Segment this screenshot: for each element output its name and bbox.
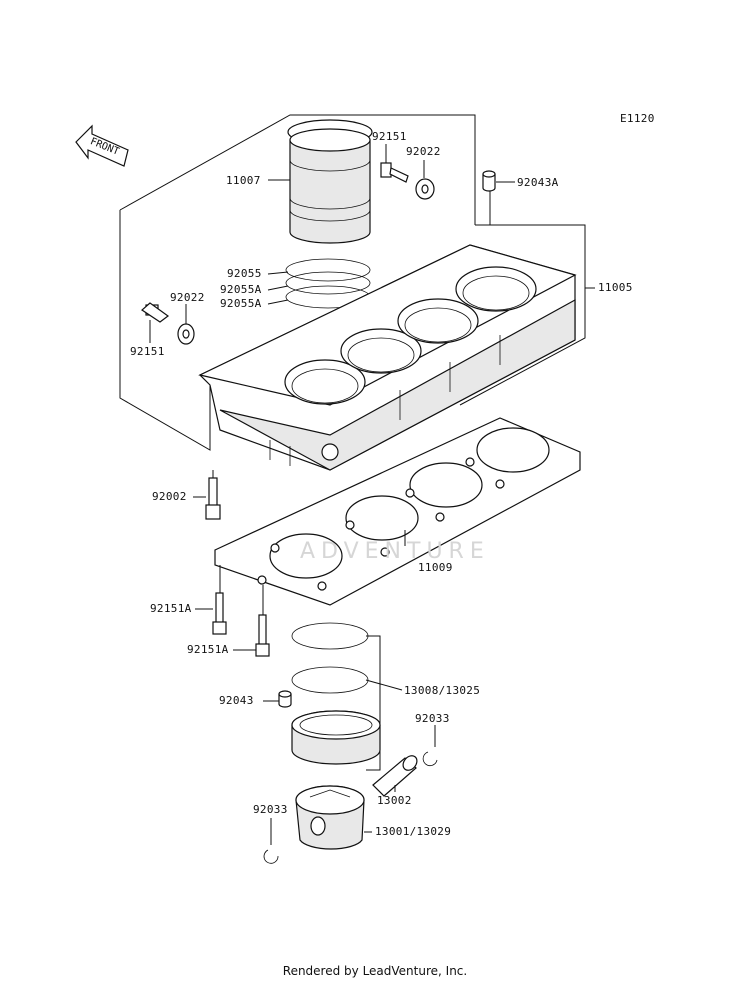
callout-92002[interactable]: 92002 — [152, 490, 187, 503]
head-gasket-part — [214, 417, 581, 606]
circlip-92033-left — [263, 849, 279, 864]
circlip-92033-right — [422, 751, 438, 767]
bolt-92151A-2 — [255, 585, 270, 657]
piston-part — [295, 785, 365, 850]
cylinder-sleeve-part — [287, 119, 373, 244]
cylinder-block-part — [198, 244, 577, 471]
callout-92033-left[interactable]: 92033 — [253, 803, 288, 816]
callout-92033-right[interactable]: 92033 — [415, 712, 450, 725]
callout-11005[interactable]: 11005 — [598, 281, 633, 294]
footer-credit: Rendered by LeadVenture, Inc. — [282, 964, 468, 978]
callout-13001-13029[interactable]: 13001/13029 — [375, 825, 452, 838]
callout-13002[interactable]: 13002 — [377, 794, 412, 807]
front-arrow-icon: FRONT — [75, 124, 129, 167]
callout-92022-top[interactable]: 92022 — [406, 145, 441, 158]
callout-92151A-1[interactable]: 92151A — [150, 602, 192, 615]
callout-92151A-2[interactable]: 92151A — [187, 643, 229, 656]
callout-11009[interactable]: 11009 — [418, 561, 453, 574]
washer-92022-top — [415, 178, 435, 200]
callout-92055A-2[interactable]: 92055A — [220, 297, 262, 310]
callout-92043[interactable]: 92043 — [219, 694, 254, 707]
bolt-92002 — [205, 470, 221, 520]
bolt-92151-left — [141, 302, 170, 323]
callout-92055A-1[interactable]: 92055A — [220, 283, 262, 296]
callout-92055[interactable]: 92055 — [227, 267, 262, 280]
bolt-92151A-1 — [212, 565, 227, 635]
diagram-code: E1120 — [620, 112, 655, 125]
callout-92151-left[interactable]: 92151 — [130, 345, 165, 358]
callout-92043A[interactable]: 92043A — [517, 176, 559, 189]
callout-leader-lines — [149, 144, 515, 845]
callout-92022-left[interactable]: 92022 — [170, 291, 205, 304]
piston-pin-part — [372, 755, 418, 797]
washer-92022-left — [177, 323, 195, 345]
dowel-92043 — [278, 690, 292, 708]
bolt-92151-top — [380, 162, 409, 183]
dowel-92043A — [482, 170, 496, 192]
callout-92151-top[interactable]: 92151 — [372, 130, 407, 143]
callout-11007[interactable]: 11007 — [226, 174, 261, 187]
callout-13008-13025[interactable]: 13008/13025 — [404, 684, 481, 697]
piston-rings-part — [291, 622, 381, 765]
assembly-frame-lines — [119, 114, 595, 451]
